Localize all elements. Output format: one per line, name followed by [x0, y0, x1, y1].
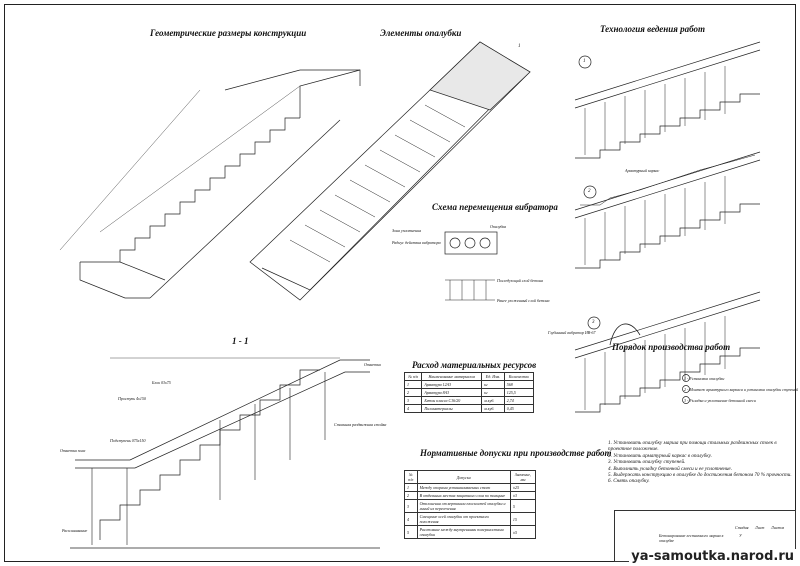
- order-step: 4. Выполнить укладку бетонной смеси и ее…: [608, 465, 733, 472]
- section-drawing: [70, 357, 380, 549]
- section-marker: 1: [518, 44, 521, 49]
- order-step: 5. Выдержать конструкцию в опалубке до д…: [608, 472, 792, 479]
- vibrator-label-radius: Радиус действия вибратора: [392, 240, 441, 245]
- order-step: 3. Установить опалубку ступеней.: [608, 459, 686, 466]
- vibrator-label-zone: Зона уплотнения: [392, 228, 422, 233]
- materials-table: № п/п Наименование материалов Ед. Изм. К…: [403, 372, 535, 413]
- vibrator-label-reinforcement: Опалубка: [490, 224, 507, 229]
- vibrator-title: Схема перемещения вибратора: [432, 202, 558, 212]
- section-label-wedge: Расклинивание: [62, 528, 88, 533]
- stamp-sheets-label: Листов: [771, 525, 785, 530]
- section-label-mark: Отметка: [364, 362, 381, 367]
- vibrator-label-next: Последующий слой бетона: [497, 278, 543, 283]
- technology-stage-3: [574, 291, 761, 413]
- formwork-drawing: [249, 41, 531, 301]
- materials-header: Количество: [503, 372, 535, 381]
- tolerances-title: Нормативные допуски при производстве раб…: [420, 448, 612, 458]
- section-label-floor: Отметка пола: [60, 448, 86, 453]
- section-label-bench: Блок 03х75: [152, 380, 171, 385]
- stage-circle-1: [578, 55, 592, 69]
- stage-circle-3: [587, 316, 601, 330]
- section-label-stand: Стальная раздвижная стойка: [334, 422, 387, 427]
- order-step: 1. Установить опалубку марша при помощи …: [608, 440, 777, 453]
- vibrator-label-prev: Ранее уложенный слой бетона: [497, 298, 550, 303]
- stage-number-1: 1: [583, 59, 586, 64]
- tolerance-header: № п/п: [404, 470, 418, 484]
- tolerance-header: Допуски: [416, 470, 511, 484]
- tolerance-header: Значение, мм: [509, 470, 537, 484]
- materials-title: Расход материальных ресурсов: [412, 360, 537, 370]
- order-step: 6. Снять опалубку.: [608, 478, 650, 485]
- stamp-stage-label: Стадия: [735, 525, 749, 530]
- stamp-title: Бетонирование лестничного марша в опалуб…: [659, 533, 724, 543]
- section-label-step: Проступь 4х150: [118, 396, 146, 401]
- formwork-title: Элементы опалубки: [380, 28, 462, 38]
- stamp-stage: У: [739, 533, 742, 538]
- section-title: 1 - 1: [232, 336, 249, 346]
- legend-item-3: 3 - Укладка и уплотнение бетонной смеси: [684, 398, 756, 403]
- stamp-sheet-label: Лист: [755, 525, 765, 530]
- vibrator-diagram: [444, 231, 498, 301]
- stage-number-3: 3: [592, 320, 595, 325]
- technology-stage-1: [574, 41, 761, 159]
- legend-item-1: 1 - Установка опалубки: [684, 376, 725, 381]
- stage-number-2: 2: [588, 189, 591, 194]
- watermark: ya-samoutka.narod.ru: [629, 549, 796, 564]
- geometry-title: Геометрические размеры конструкции: [150, 28, 307, 38]
- materials-header: Ед. Изм.: [481, 372, 505, 381]
- order-title: Порядок производства работ: [612, 342, 731, 352]
- tech-label-vibrator: Глубинный вибратор ИВ-67: [548, 330, 596, 335]
- materials-header: № п/п: [403, 372, 423, 381]
- order-step: 2. Установить арматурный каркас в опалуб…: [608, 452, 712, 459]
- order-steps: 1. Установить опалубку марша при помощи …: [598, 440, 798, 485]
- geometry-stair-drawing: [59, 69, 361, 299]
- stage-circle-2: [583, 185, 597, 199]
- tech-label-cage: Арматурный каркас: [625, 168, 660, 173]
- materials-header: Наименование материалов: [421, 372, 483, 381]
- technology-title: Технология ведения работ: [600, 24, 706, 34]
- section-label-riser: Подступень 075х150: [110, 438, 146, 443]
- drawing-sheet: [4, 4, 796, 562]
- technology-stage-2: [574, 151, 761, 269]
- legend-item-2: 2 - Монтаж арматурного каркаса и установ…: [684, 387, 799, 392]
